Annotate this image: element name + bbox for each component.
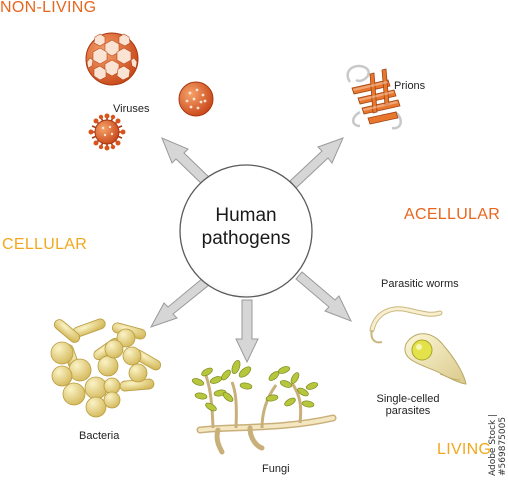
category-cellular: CELLULAR bbox=[2, 236, 88, 253]
single-celled-parasite bbox=[404, 333, 467, 385]
label-single-celled-line1: Single-celled bbox=[376, 393, 440, 405]
fungi-illustration bbox=[191, 359, 337, 455]
label-prions: Prions bbox=[394, 80, 426, 92]
center-title-line2: pathogens bbox=[201, 228, 291, 249]
category-non-living: NON-LIVING bbox=[0, 0, 97, 16]
center-title: Human pathogens bbox=[182, 204, 310, 250]
virus-small bbox=[178, 81, 214, 117]
bacteria-illustration bbox=[50, 318, 162, 418]
arrow-to-bacteria bbox=[149, 277, 210, 328]
label-fungi: Fungi bbox=[262, 463, 290, 475]
label-parasitic-worms: Parasitic worms bbox=[381, 278, 459, 290]
label-viruses: Viruses bbox=[113, 103, 150, 115]
arrow-to-parasites bbox=[295, 271, 352, 322]
arrow-to-prions bbox=[289, 137, 344, 189]
parasites-illustration bbox=[369, 306, 467, 385]
virus-spiky bbox=[88, 113, 126, 151]
virus-icosahedral bbox=[85, 32, 139, 86]
category-living: LIVING bbox=[437, 441, 492, 458]
center-title-line1: Human bbox=[215, 205, 277, 226]
label-single-celled-line2: parasites bbox=[385, 405, 431, 417]
label-single-celled-parasites: Single-celled parasites bbox=[367, 393, 449, 417]
stock-watermark: Adobe Stock | #569875005 bbox=[488, 413, 508, 476]
prions-illustration bbox=[346, 64, 402, 130]
label-bacteria: Bacteria bbox=[79, 430, 120, 442]
arrows bbox=[149, 137, 352, 364]
center-circle bbox=[179, 164, 313, 298]
viruses-illustration bbox=[85, 32, 214, 151]
arrow-to-fungi bbox=[235, 299, 259, 364]
category-acellular: ACELLULAR bbox=[404, 206, 501, 223]
